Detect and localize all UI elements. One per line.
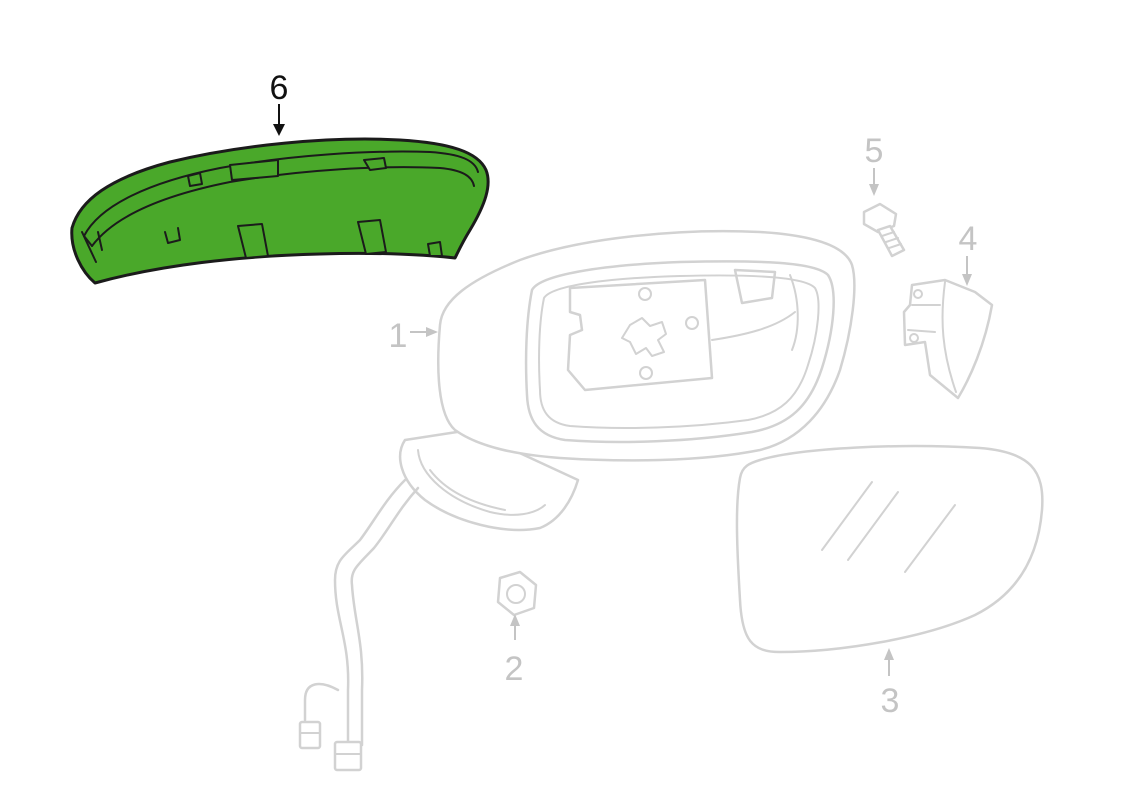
callout-label-1[interactable]: 1	[389, 317, 408, 355]
turn-signal-lamp-part	[902, 278, 994, 400]
callout-arrows	[273, 104, 972, 676]
screw-part	[862, 202, 906, 258]
mirror-glass-part	[735, 444, 1044, 654]
nut-part	[496, 570, 538, 617]
callout-label-4[interactable]: 4	[959, 220, 978, 258]
callout-label-5[interactable]: 5	[865, 132, 884, 170]
callout-label-3[interactable]: 3	[881, 682, 900, 720]
mirror-cover-part[interactable]	[70, 137, 490, 285]
mirror-housing-assembly	[298, 229, 856, 772]
callout-label-6[interactable]: 6	[270, 69, 289, 107]
callout-label-2[interactable]: 2	[505, 650, 524, 688]
